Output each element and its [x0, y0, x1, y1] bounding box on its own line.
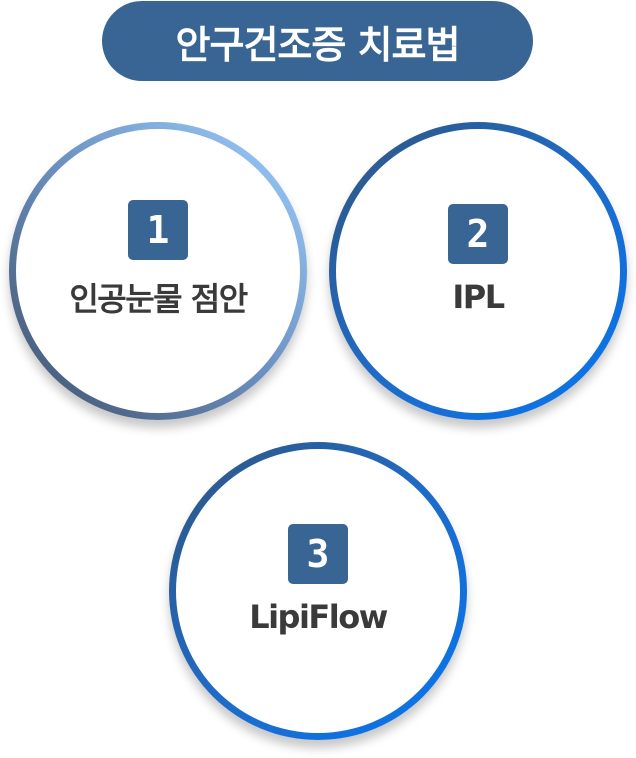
treatment-circle-1-inner: 1 인공눈물 점안 — [16, 129, 300, 413]
treatment-number-badge-1: 1 — [128, 200, 188, 260]
treatment-circle-3: 3 LipiFlow — [169, 442, 467, 740]
treatment-number-badge-3: 3 — [288, 524, 348, 584]
page-title: 안구건조증 치료법 — [175, 22, 461, 67]
treatment-circle-1: 1 인공눈물 점안 — [9, 122, 307, 420]
treatment-number-badge-2: 2 — [448, 204, 508, 264]
treatment-circle-2: 2 IPL — [329, 122, 627, 420]
treatment-circle-3-inner: 3 LipiFlow — [176, 449, 460, 733]
treatment-number-3: 3 — [306, 532, 330, 576]
treatment-label-2: IPL — [452, 278, 505, 316]
treatment-label-1: 인공눈물 점안 — [69, 280, 248, 318]
treatment-number-1: 1 — [146, 208, 170, 252]
treatment-label-3: LipiFlow — [249, 598, 388, 636]
treatment-number-2: 2 — [466, 212, 490, 256]
treatment-circle-2-inner: 2 IPL — [336, 129, 620, 413]
title-badge: 안구건조증 치료법 — [102, 1, 533, 81]
